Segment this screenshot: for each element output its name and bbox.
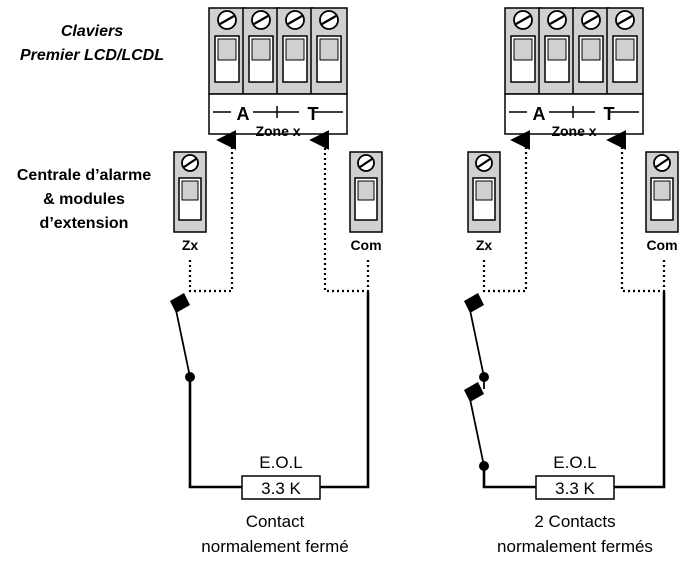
dotted-lead-com	[309, 130, 370, 293]
eol-resistor-right: 3.3 K E.O.L	[535, 453, 615, 500]
panel-label-line1: Centrale d’alarme	[17, 167, 151, 184]
terminal-a-label: A	[533, 104, 546, 124]
solid-wire-left	[188, 292, 370, 489]
keypad-terminal-block-left: A T Zone x	[209, 8, 347, 139]
panel-terminal-com-left: Com	[348, 150, 384, 253]
terminal-zx-label: Zx	[182, 237, 199, 253]
solid-wire-right	[482, 292, 666, 489]
contact-nc-right-1	[464, 293, 489, 382]
terminal-com-label: Com	[350, 237, 381, 253]
panel-terminal-zx-right: Zx	[466, 150, 502, 253]
keypad-terminal-block-right: A T Zone x	[505, 8, 643, 139]
terminal-t-label: T	[604, 104, 615, 124]
keypad-label-line1: Claviers	[61, 23, 123, 40]
contact-nc-right-2	[464, 382, 489, 471]
panel-label-line2: & modules	[43, 191, 125, 208]
panel-label-line3: d’extension	[40, 215, 129, 232]
panel-terminal-zx-left: Zx	[172, 150, 208, 253]
zone-label: Zone x	[551, 123, 596, 139]
caption-right-line2: normalement fermés	[497, 537, 653, 556]
dotted-lead-zx	[188, 130, 236, 293]
panel-terminal-com-right: Com	[644, 150, 680, 253]
caption-left-line1: Contact	[246, 512, 305, 531]
resistor-label: E.O.L	[259, 453, 302, 472]
resistor-value: 3.3 K	[555, 479, 595, 498]
zone-label: Zone x	[255, 123, 300, 139]
dotted-lead-com	[606, 130, 666, 293]
eol-resistor-left: 3.3 K E.O.L	[241, 453, 321, 500]
caption-right-line1: 2 Contacts	[534, 512, 615, 531]
terminal-zx-label: Zx	[476, 237, 493, 253]
keypad-label-line2: Premier LCD/LCDL	[20, 47, 164, 64]
resistor-label: E.O.L	[553, 453, 596, 472]
terminal-a-label: A	[237, 104, 250, 124]
dotted-lead-zx	[482, 130, 530, 293]
terminal-com-label: Com	[646, 237, 677, 253]
caption-left-line2: normalement fermé	[201, 537, 348, 556]
terminal-t-label: T	[308, 104, 319, 124]
contact-nc-left	[170, 293, 195, 382]
resistor-value: 3.3 K	[261, 479, 301, 498]
